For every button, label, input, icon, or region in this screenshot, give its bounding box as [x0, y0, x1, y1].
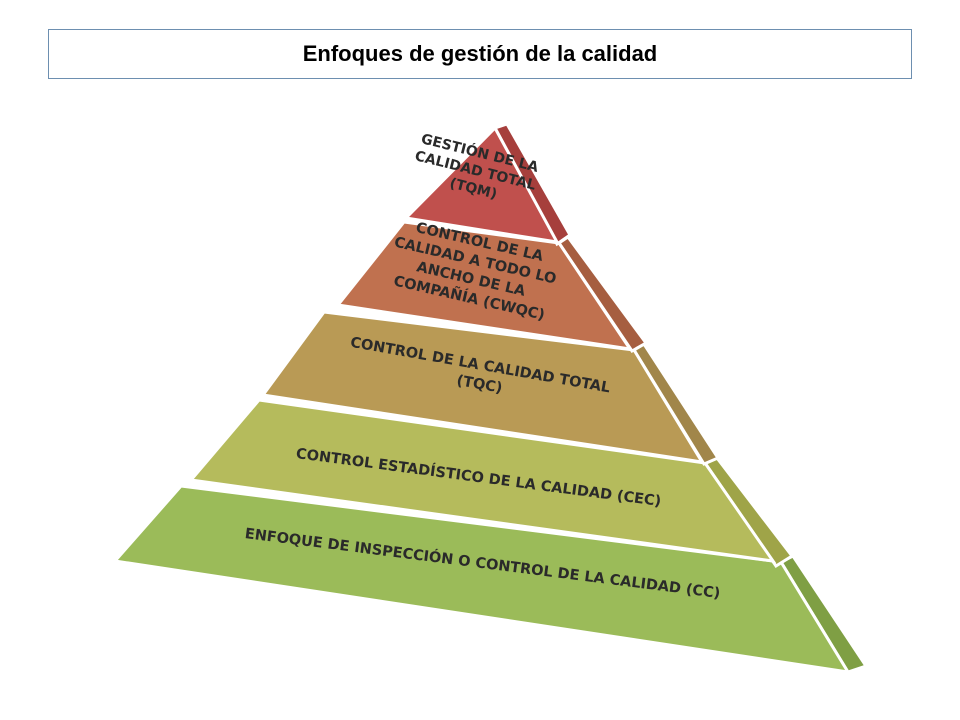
- level-4-face: [188, 398, 777, 563]
- pyramid-level-3: CONTROL DE LA CALIDAD TOTAL (TQC): [260, 310, 721, 466]
- pyramid-level-4: CONTROL ESTADÍSTICO DE LA CALIDAD (CEC): [188, 398, 795, 569]
- pyramid-level-2: CONTROL DE LA CALIDAD A TODO LO ANCHO DE…: [335, 220, 649, 353]
- level-3-face: [260, 310, 705, 464]
- pyramid-level-1: GESTIÓN DE LA CALIDAD TOTAL (TQM): [402, 122, 572, 247]
- level-5-face: [112, 484, 851, 674]
- slide-title: Enfoques de gestión de la calidad: [302, 41, 658, 66]
- title-box: Enfoques de gestión de la calidad: [48, 29, 912, 79]
- level-2-face: [335, 220, 634, 351]
- level-1-face: [402, 125, 560, 244]
